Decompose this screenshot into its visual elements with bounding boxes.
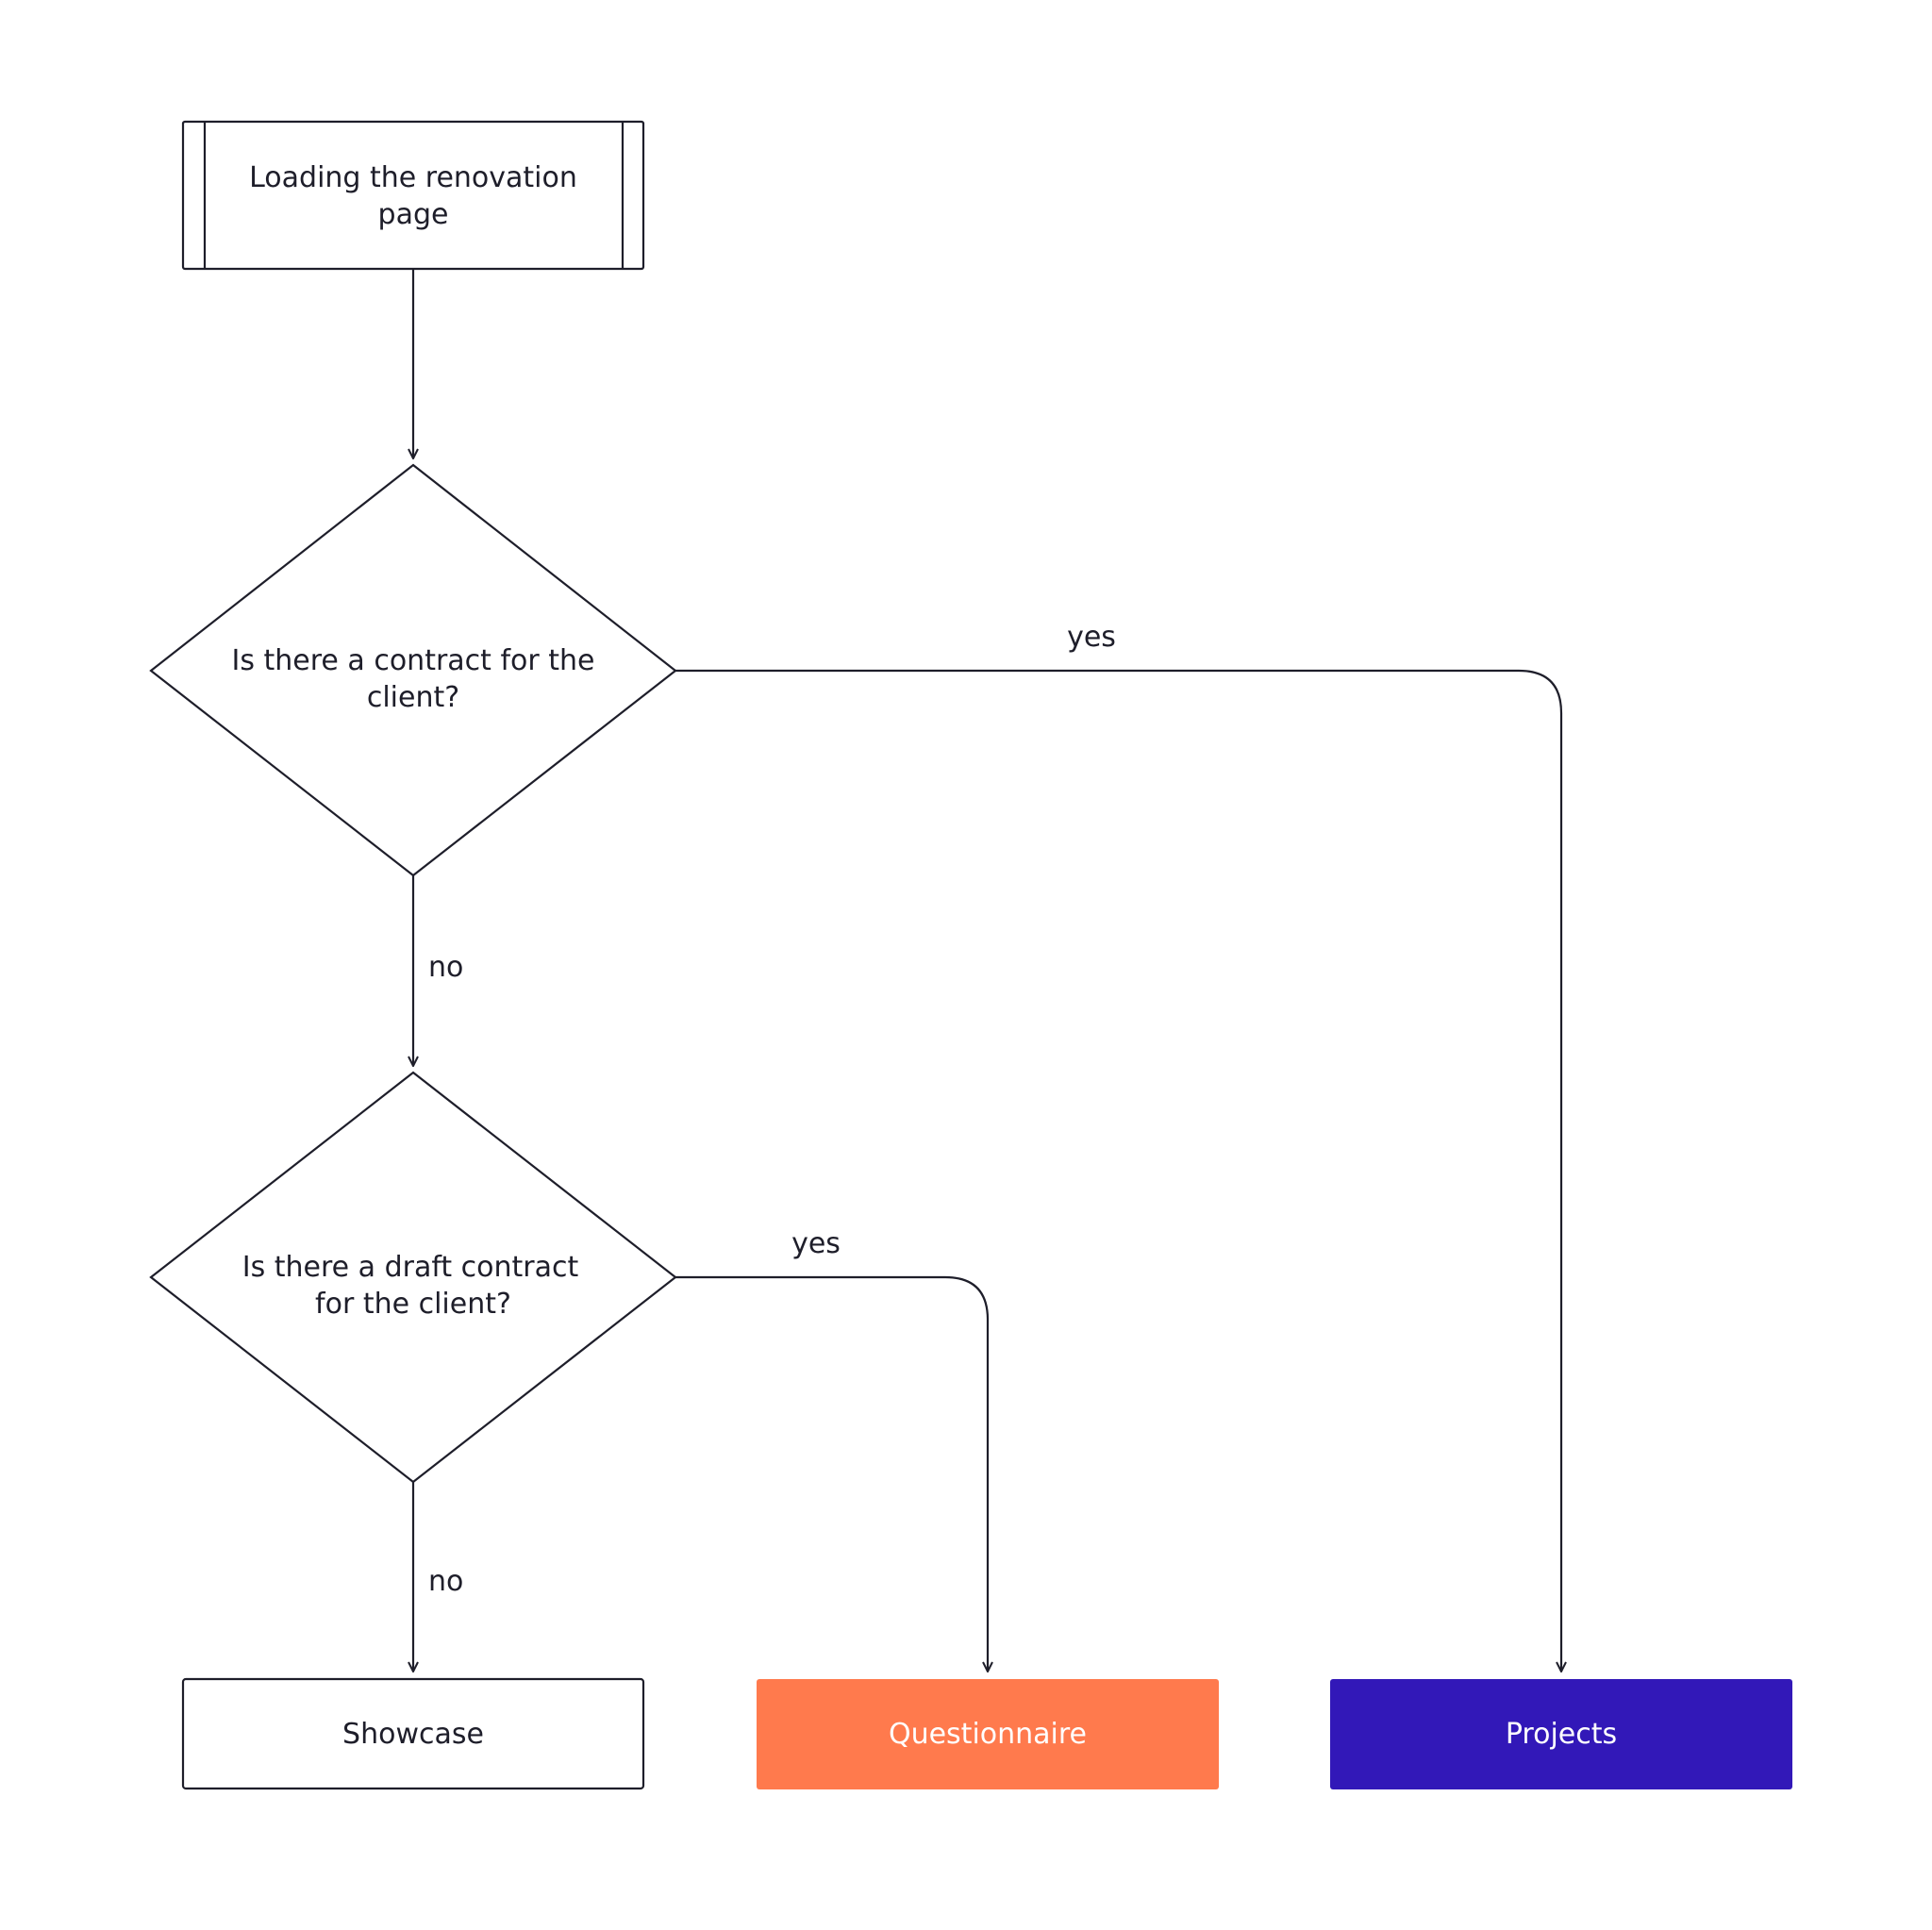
draft-decision: Is there a draft contract for the client… xyxy=(149,1071,677,1484)
questionnaire-box xyxy=(757,1679,1219,1789)
edge-label-draft-no: no xyxy=(428,1565,463,1598)
draft-decision-label-line1: Is there a draft contract xyxy=(242,1251,579,1284)
projects-node: Projects xyxy=(1330,1679,1792,1789)
start-node-box xyxy=(181,120,645,271)
contract-decision-label-line2: client? xyxy=(367,681,459,714)
showcase-label: Showcase xyxy=(342,1718,484,1751)
contract-decision: Is there a contract for the client? xyxy=(149,463,677,877)
edge-contract-yes-to-projects xyxy=(675,669,1561,1672)
projects-box xyxy=(1330,1679,1792,1789)
start-node: Loading the renovation page xyxy=(181,120,645,271)
showcase-box xyxy=(181,1677,645,1790)
edge-draft-yes-to-questionnaire xyxy=(675,1275,988,1672)
questionnaire-node: Questionnaire xyxy=(757,1679,1219,1789)
showcase-node: Showcase xyxy=(181,1677,645,1790)
edge-label-contract-no: no xyxy=(428,951,463,984)
projects-label: Projects xyxy=(1506,1718,1617,1751)
start-node-label-line2: page xyxy=(378,198,449,231)
questionnaire-label: Questionnaire xyxy=(889,1718,1087,1751)
contract-decision-label-line1: Is there a contract for the xyxy=(232,644,595,677)
start-node-label-line1: Loading the renovation xyxy=(249,161,577,194)
edge-label-contract-yes: yes xyxy=(1067,621,1116,654)
draft-decision-label-line2: for the client? xyxy=(315,1288,511,1321)
edge-label-draft-yes: yes xyxy=(791,1227,841,1260)
